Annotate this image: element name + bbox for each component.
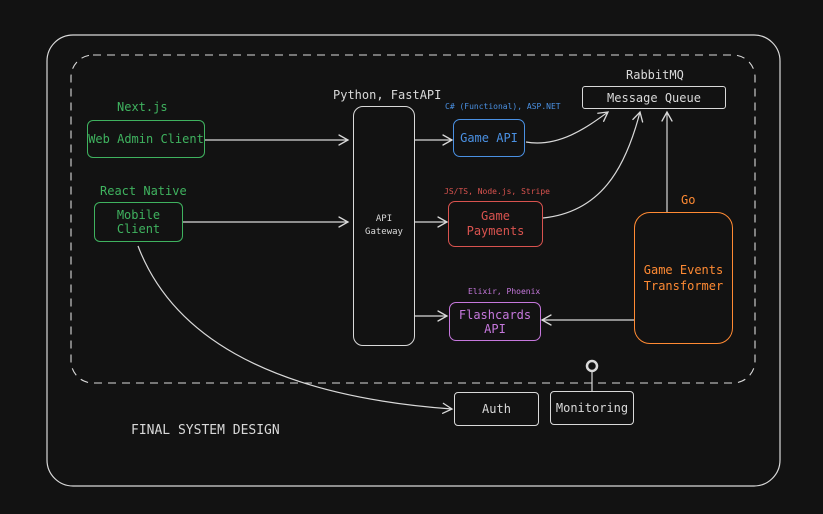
system-boundary	[70, 54, 756, 384]
flashcards-api-node[interactable]: Flashcards API	[449, 302, 541, 341]
auth-label: Auth	[482, 402, 511, 416]
monitoring-node[interactable]: Monitoring	[550, 391, 634, 425]
diagram-title: FINAL SYSTEM DESIGN	[131, 423, 280, 438]
game-events-transformer-node[interactable]: Game Events Transformer	[634, 212, 733, 344]
web-admin-client-label: Web Admin Client	[88, 132, 204, 146]
mobile-client-node[interactable]: Mobile Client	[94, 202, 183, 242]
payments-label-line2: Payments	[466, 224, 525, 238]
payments-label-line1: Game	[481, 209, 510, 223]
transformer-label-line2: Transformer	[643, 279, 724, 293]
flashcards-label-line2: API	[484, 321, 506, 336]
arrow-game-api-to-queue	[525, 111, 610, 144]
transformer-tech-label: Go	[681, 193, 696, 207]
arrow-payments-to-queue	[542, 110, 644, 219]
game-api-tech-label: C# (Functional), ASP.NET	[445, 102, 561, 111]
message-queue-label: Message Queue	[607, 90, 701, 105]
web-client-tech-label: Next.js	[117, 100, 168, 114]
payments-tech-label: JS/TS, Node.js, Stripe	[444, 187, 550, 196]
api-gateway-node[interactable]: API Gateway	[353, 106, 415, 346]
api-gateway-label-line2: Gateway	[365, 227, 403, 237]
gateway-tech-label: Python, FastAPI	[333, 88, 442, 102]
mobile-client-tech-label: React Native	[100, 184, 187, 198]
arrow-mobile-to-auth	[137, 245, 454, 414]
api-gateway-label-line1: API	[375, 214, 393, 224]
message-queue-node[interactable]: Message Queue	[582, 86, 726, 109]
web-admin-client-node[interactable]: Web Admin Client	[87, 120, 205, 158]
flashcards-label-line1: Flashcards	[458, 307, 532, 322]
monitoring-probe-icon	[585, 359, 599, 373]
game-api-node[interactable]: Game API	[453, 119, 525, 157]
game-api-label: Game API	[460, 131, 518, 145]
mobile-client-label: Mobile Client	[116, 208, 161, 236]
game-payments-node[interactable]: Game Payments	[448, 201, 543, 247]
flashcards-tech-label: Elixir, Phoenix	[468, 287, 541, 296]
transformer-label-line1: Game Events	[643, 263, 724, 277]
monitoring-label: Monitoring	[555, 401, 629, 415]
queue-tech-label: RabbitMQ	[626, 68, 684, 82]
auth-node[interactable]: Auth	[454, 392, 539, 426]
outer-frame	[46, 34, 781, 487]
